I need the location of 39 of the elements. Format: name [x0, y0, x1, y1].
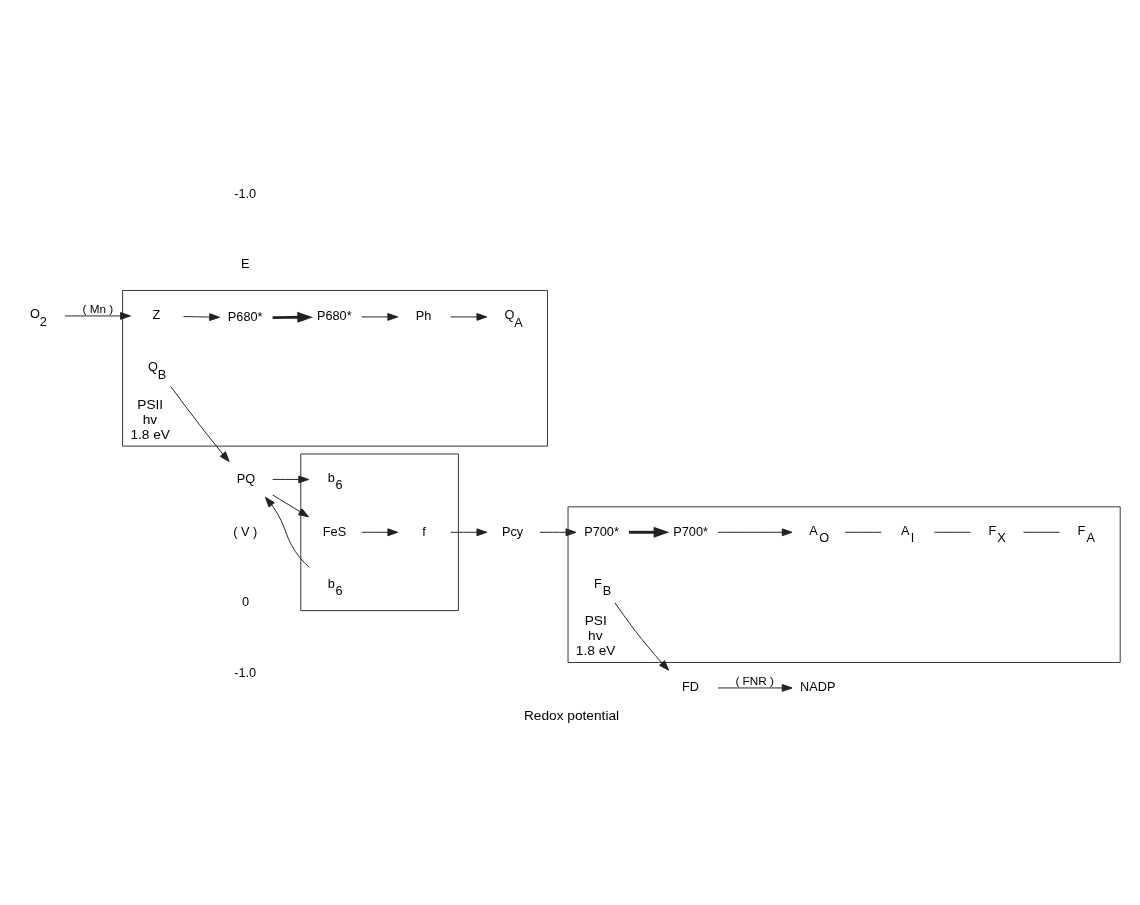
node-text: Z	[152, 307, 161, 323]
connector	[1023, 531, 1060, 533]
connector	[933, 531, 971, 533]
arrow	[717, 684, 793, 692]
label: -1.0	[234, 185, 257, 201]
label: 0	[242, 594, 250, 610]
node-text: NADP	[800, 679, 836, 695]
connector	[844, 531, 882, 533]
arrow	[272, 475, 310, 484]
node-text: PQ	[236, 470, 256, 486]
edge-label: ( Mn )	[82, 301, 114, 315]
arrow	[170, 386, 230, 463]
node-text: FeS	[322, 523, 347, 539]
arrow	[361, 528, 399, 537]
arrow	[272, 311, 314, 323]
node-text: P680*	[316, 308, 352, 324]
label: E	[241, 256, 250, 272]
label: ( V )	[233, 523, 258, 539]
arrow	[183, 313, 220, 321]
label: -1.0	[234, 664, 257, 680]
node-text: FD	[682, 679, 700, 695]
arrow	[614, 602, 670, 671]
edge-label: ( FNR )	[735, 673, 774, 687]
node-text: P700*	[584, 523, 619, 539]
caption: Redox potential	[523, 708, 620, 724]
arrow	[64, 312, 131, 320]
arrow	[272, 494, 310, 518]
node-text: f	[422, 523, 426, 539]
node-text: Ph	[415, 308, 432, 324]
node-text: P680*	[227, 309, 263, 325]
arrow	[450, 528, 488, 537]
arrow	[628, 526, 670, 538]
arrow	[539, 528, 577, 537]
arrow	[264, 496, 310, 568]
arrow	[361, 313, 399, 321]
arrow	[450, 313, 488, 321]
node-text: Pcy	[501, 523, 524, 539]
node-text: P700*	[673, 523, 708, 539]
arrow	[717, 528, 793, 537]
